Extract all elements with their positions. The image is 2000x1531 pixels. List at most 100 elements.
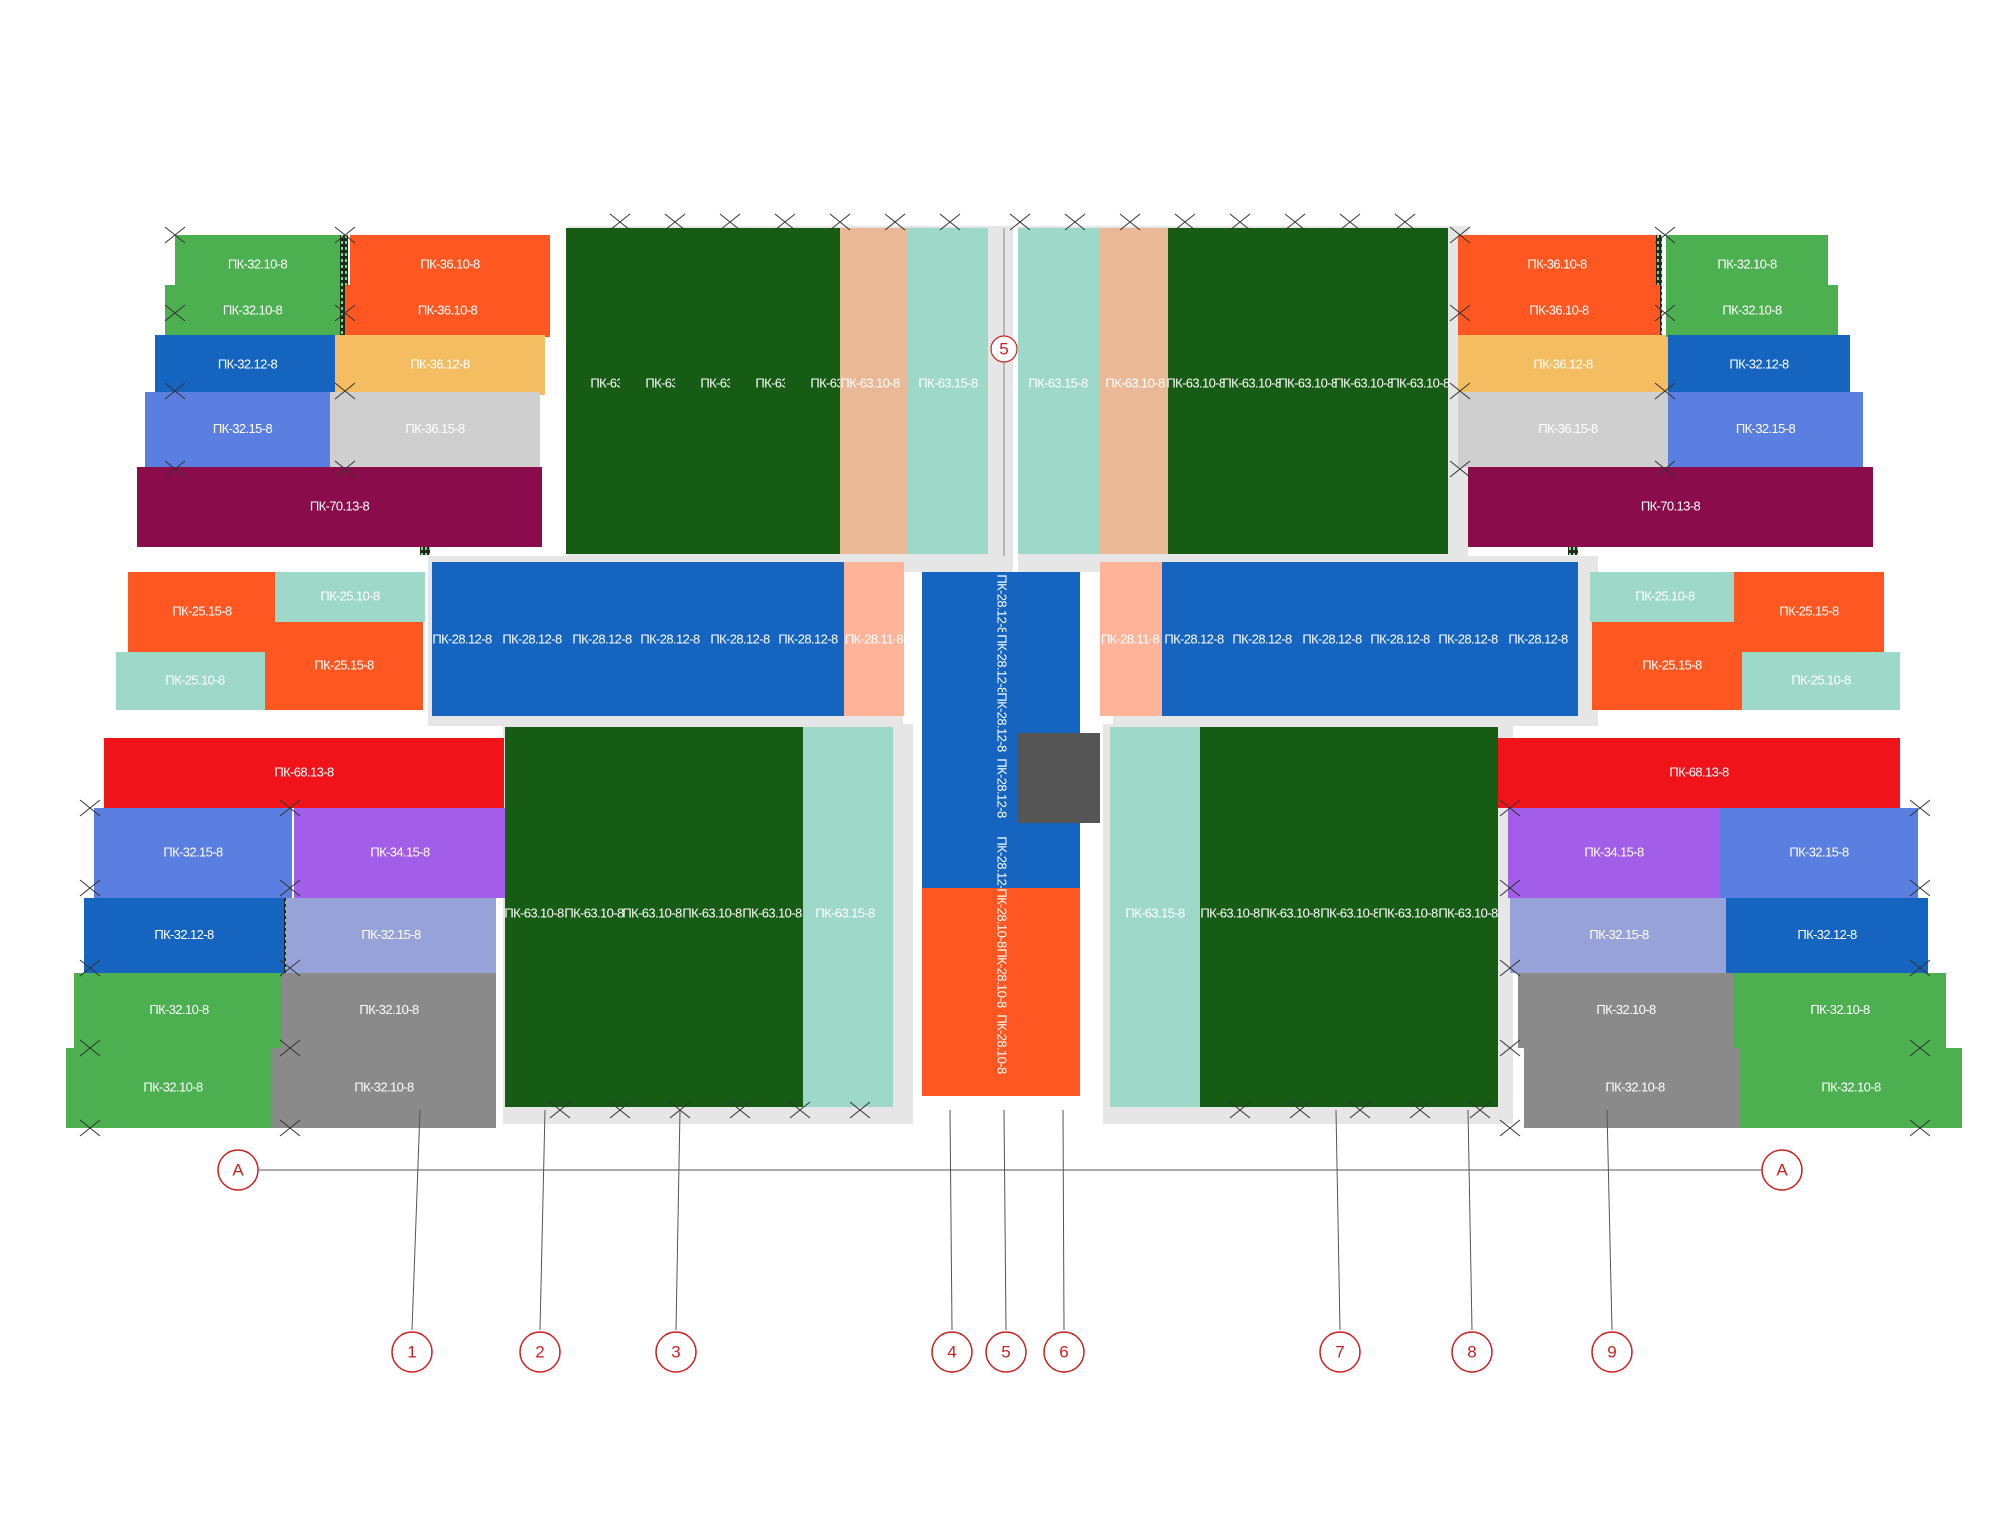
slab-fill [922, 572, 1080, 632]
slab-label: ПК-34.15-8 [370, 844, 430, 859]
slab-fill [1458, 335, 1668, 395]
slab-54: ПК-25.10-8 [1742, 652, 1900, 710]
slab-label: ПК-32.10-8 [223, 302, 283, 317]
support-tick [664, 213, 686, 231]
slab-87: ПК-32.10-8 [1518, 973, 1734, 1048]
slab-fill [1518, 973, 1734, 1048]
axis-line [1003, 1109, 1007, 1331]
slab-label: ПК-36.12-8 [1533, 356, 1593, 371]
support-tick [79, 879, 101, 897]
axis-marker [985, 1331, 1027, 1373]
slab-fill [1100, 228, 1168, 554]
slab-10: ПК-63.10-8 [566, 228, 651, 554]
support-tick [1449, 226, 1471, 244]
support-tick [1064, 213, 1086, 231]
slab-43: ПК-28.11-8 [844, 562, 904, 716]
axis-line [1335, 1109, 1341, 1331]
axis-marker [1451, 1331, 1493, 1373]
slab-56: ПК-28.12-8 [922, 632, 1080, 694]
slab-label: ПК-32.15-8 [361, 927, 421, 942]
support-tick [1289, 1101, 1311, 1119]
slab-fill [1368, 562, 1438, 716]
slab-label: ПК-28.12-8 [710, 631, 770, 646]
slab-37: ПК-28.12-8 [432, 562, 500, 716]
slab-86: ПК-32.15-8 [1510, 898, 1728, 973]
slab-66: ПК-32.10-8 [74, 973, 284, 1048]
slab-62: ПК-28.10-8 [922, 1014, 1080, 1096]
slab-30: ПК-32.12-8 [1668, 335, 1850, 395]
slab-fill [128, 572, 276, 652]
slab-25: ПК-36.10-8 [1458, 285, 1660, 337]
slab-label: ПК-25.10-8 [165, 672, 225, 687]
slab-fill [1734, 973, 1946, 1048]
slab-fill [776, 562, 844, 716]
slab-91: ПК-32.10-8 [1734, 973, 1946, 1048]
slab-32: ПК-70.13-8 [1468, 467, 1873, 547]
slab-label: ПК-32.15-8 [1736, 421, 1796, 436]
slab-fill [1734, 572, 1884, 652]
slab-90: ПК-32.12-8 [1726, 898, 1928, 973]
slab-67: ПК-32.10-8 [66, 1048, 280, 1128]
slab-fill [275, 572, 425, 622]
slab-label: ПК-32.15-8 [163, 844, 223, 859]
slab-80: ПК-63.10-8 [1260, 727, 1321, 1107]
slab-26: ПК-36.12-8 [1458, 335, 1668, 395]
slab-fill [116, 652, 274, 710]
slab-label: ПК-28.12-8 [1370, 631, 1430, 646]
axis-marker [931, 1331, 973, 1373]
support-tick [1654, 226, 1676, 244]
slab-label: ПК-63.10-8 [1334, 375, 1394, 390]
slab-fill [1200, 727, 1260, 1107]
slab-label: ПК-68.13-8 [274, 764, 334, 779]
slab-fill [785, 228, 840, 554]
top-axis-label: 5 [999, 339, 1008, 358]
axis-marker [391, 1331, 433, 1373]
axis-marker [655, 1331, 697, 1373]
support-tick [79, 1119, 101, 1137]
axis-label: 3 [671, 1342, 680, 1361]
slab-fill [66, 1048, 280, 1128]
slab-84: ПК-68.13-8 [1498, 738, 1900, 808]
slab-label: ПК-63.10-8 [622, 905, 682, 920]
slab-51: ПК-25.10-8 [1590, 572, 1740, 622]
slab-6: ПК-36.10-8 [345, 285, 550, 337]
slab-40: ПК-28.12-8 [638, 562, 708, 716]
slab-label: ПК-63.10-8 [742, 905, 802, 920]
support-tick [884, 213, 906, 231]
slab-label: ПК-63.10-8 [1278, 375, 1338, 390]
slab-fill [1726, 898, 1928, 973]
slab-label: ПК-28.10-8 [995, 888, 1010, 948]
slab-label: ПК-28.12-8 [1508, 631, 1568, 646]
slab-label: ПК-28.12-8 [1232, 631, 1292, 646]
slab-label: ПК-28.12-8 [995, 758, 1010, 818]
slab-label: ПК-32.12-8 [1797, 927, 1857, 942]
slab-78: ПК-63.15-8 [1110, 727, 1200, 1107]
slab-fill [1280, 228, 1336, 554]
slab-69: ПК-32.15-8 [286, 898, 496, 973]
slab-label: ПК-32.15-8 [1589, 927, 1649, 942]
slab-label: ПК-28.12-8 [432, 631, 492, 646]
support-tick [1284, 213, 1306, 231]
slab-label: ПК-28.12-8 [1164, 631, 1224, 646]
slab-fill [620, 228, 675, 554]
support-tick [279, 1119, 301, 1137]
slab-label: ПК-28.11-8 [845, 631, 904, 646]
slab-81: ПК-63.10-8 [1320, 727, 1381, 1107]
support-tick [1449, 304, 1471, 322]
slab-33: ПК-25.15-8 [128, 572, 276, 652]
slab-fill [803, 727, 893, 1107]
axis-line [411, 1109, 421, 1331]
support-tick [334, 304, 356, 322]
axis-line [1467, 1109, 1473, 1331]
slab-fill [1592, 622, 1752, 710]
slab-label: ПК-32.12-8 [154, 927, 214, 942]
support-tick [164, 460, 186, 478]
support-tick [334, 226, 356, 244]
slab-27: ПК-36.15-8 [1458, 392, 1678, 467]
axis-label: 4 [947, 1342, 956, 1361]
slab-label: ПК-32.10-8 [1821, 1079, 1881, 1094]
slab-fill [94, 808, 292, 898]
slab-fill [1590, 572, 1740, 622]
support-tick [79, 1039, 101, 1057]
slab-79: ПК-63.10-8 [1200, 727, 1261, 1107]
